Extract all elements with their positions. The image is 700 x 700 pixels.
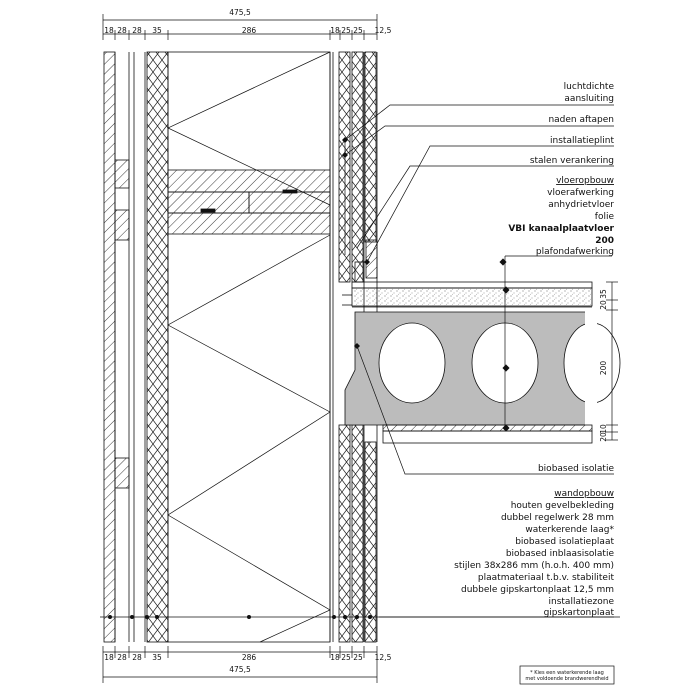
label-vloerafwerking: vloerafwerking bbox=[547, 188, 614, 198]
dim-floor-35: 35 bbox=[599, 289, 608, 299]
wandopbouw-item: stijlen 38x286 mm (h.o.h. 400 mm) bbox=[454, 561, 614, 571]
dim-top-5: 286 bbox=[242, 26, 257, 35]
dim-bot-9: 12,5 bbox=[375, 653, 392, 662]
label-installatieplint: installatieplint bbox=[550, 136, 614, 146]
dim-top-6: 18 bbox=[330, 26, 340, 35]
overall-width-bottom: 475,5 bbox=[229, 665, 251, 674]
dim-floor-200: 200 bbox=[599, 361, 608, 376]
wandopbouw-item: biobased inblaasisolatie bbox=[506, 549, 615, 559]
dim-floor-20b: 20 bbox=[599, 432, 608, 442]
label-vbi-200: 200 bbox=[595, 236, 614, 246]
overall-width-top: 475,5 bbox=[229, 8, 251, 17]
wandopbouw-item: dubbel regelwerk 28 mm bbox=[501, 513, 614, 523]
dim-bot-5: 286 bbox=[242, 653, 257, 662]
leader-markers bbox=[342, 137, 370, 349]
label-folie: folie bbox=[595, 212, 615, 222]
wandopbouw-item: waterkerende laag* bbox=[525, 525, 614, 535]
dim-top-4: 35 bbox=[152, 26, 162, 35]
wandopbouw-item: houten gevelbekleding bbox=[511, 501, 614, 511]
dim-bot-2: 28 bbox=[117, 653, 127, 662]
label-plafondafwerking: plafondafwerking bbox=[536, 247, 614, 257]
wandopbouw-item: plaatmateriaal t.b.v. stabiliteit bbox=[478, 573, 615, 583]
dim-top-8: 25 bbox=[353, 26, 363, 35]
dim-top-3: 28 bbox=[132, 26, 142, 35]
label-vloeropbouw: vloeropbouw bbox=[556, 176, 614, 186]
dim-top-9: 12,5 bbox=[375, 26, 392, 35]
section-markers bbox=[108, 615, 372, 619]
wandopbouw-item: biobased isolatieplaat bbox=[515, 537, 614, 547]
dim-top-1: 18 bbox=[104, 26, 114, 35]
dim-top-7: 25 bbox=[341, 26, 351, 35]
dim-floor-10: 10 bbox=[599, 424, 608, 434]
dim-bot-4: 35 bbox=[152, 653, 162, 662]
dim-bot-3: 28 bbox=[132, 653, 142, 662]
label-vbi-kanaalplaatvloer: VBI kanaalplaatvloer bbox=[508, 224, 614, 234]
wall-section bbox=[103, 51, 378, 643]
dim-top-2: 28 bbox=[117, 26, 127, 35]
footnote-box bbox=[519, 665, 615, 685]
footnote-line-2: met voldoende brandwerendheid bbox=[525, 676, 608, 682]
wandopbouw-title: wandopbouw bbox=[554, 489, 614, 499]
leader-lines bbox=[344, 104, 614, 618]
footnote-line-1: * Kies een waterkerende laag bbox=[530, 670, 604, 676]
label-biobased-isolatie: biobased isolatie bbox=[538, 464, 614, 474]
label-luchtdichte: luchtdichte bbox=[564, 82, 615, 92]
floor-dimensions bbox=[606, 281, 618, 441]
dim-bot-1: 18 bbox=[104, 653, 114, 662]
dim-bot-6: 18 bbox=[330, 653, 340, 662]
dim-floor-20a: 20 bbox=[599, 300, 608, 310]
wandopbouw-item: gipskartonplaat bbox=[544, 608, 615, 618]
wandopbouw-item: installatiezone bbox=[549, 597, 615, 607]
label-naden-aftapen: naden aftapen bbox=[548, 115, 614, 125]
dim-bot-7: 25 bbox=[341, 653, 351, 662]
label-anhydrietvloer: anhydrietvloer bbox=[548, 200, 614, 210]
label-stalen-verankering: stalen verankering bbox=[530, 156, 614, 166]
dim-bot-8: 25 bbox=[353, 653, 363, 662]
wandopbouw-legend: wandopbouw houten gevelbekleding dubbel … bbox=[454, 489, 614, 618]
floor-section bbox=[342, 239, 621, 444]
wandopbouw-item: dubbele gipskartonplaat 12,5 mm bbox=[461, 585, 614, 595]
top-dimensions bbox=[102, 14, 378, 40]
label-aansluiting: aansluiting bbox=[564, 94, 614, 104]
